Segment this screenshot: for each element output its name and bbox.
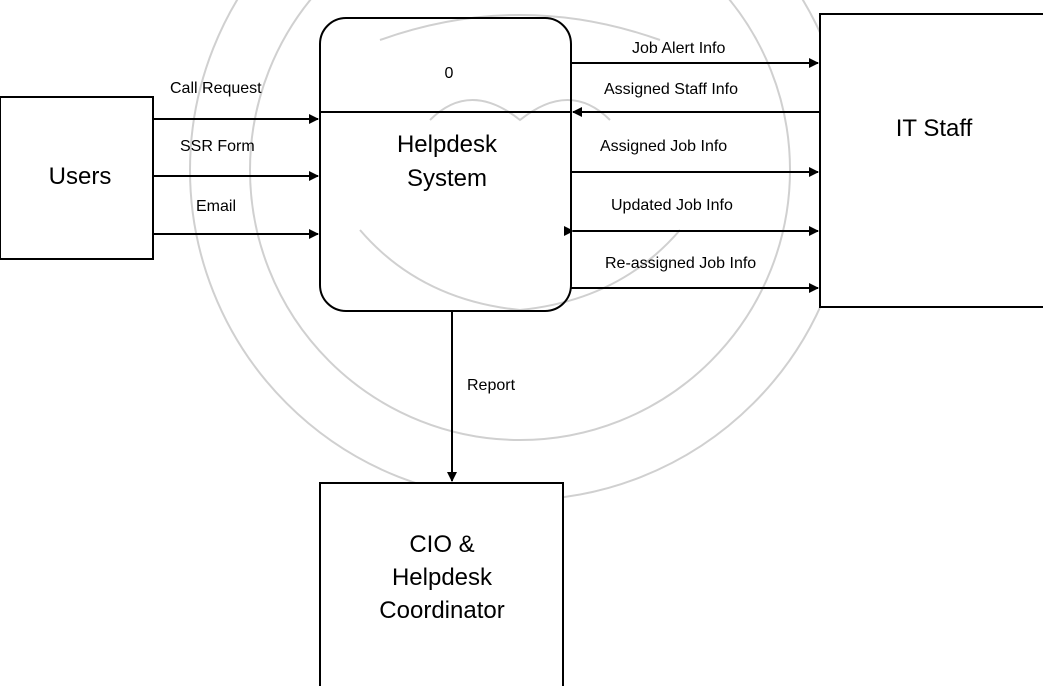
entity-cio-line2: Helpdesk [392, 564, 493, 591]
flow-call-request-label: Call Request [170, 80, 262, 97]
entity-cio-line3: Coordinator [379, 597, 504, 624]
flow-assigned-job-label: Assigned Job Info [600, 138, 727, 155]
process-number: 0 [445, 65, 454, 82]
flow-ssr-form-label: SSR Form [180, 138, 255, 155]
process-helpdesk-system [319, 17, 572, 312]
flow-job-alert-label: Job Alert Info [632, 40, 725, 57]
watermark-seal [189, 0, 851, 501]
entity-users-box [0, 96, 154, 260]
flow-reassigned-job-label: Re-assigned Job Info [605, 255, 756, 272]
entity-it-staff-box [819, 13, 1043, 308]
process-name-line2: System [407, 165, 487, 192]
flow-email-label: Email [196, 198, 236, 215]
entity-cio-line1: CIO & [409, 531, 474, 558]
flow-assigned-staff-label: Assigned Staff Info [604, 81, 738, 98]
flow-report-label: Report [467, 377, 516, 394]
entity-it-staff-label: IT Staff [896, 115, 973, 142]
entity-users-label: Users [49, 163, 112, 190]
flow-updated-job-label: Updated Job Info [611, 197, 733, 214]
process-name-line1: Helpdesk [397, 131, 498, 158]
entity-cio-box [319, 482, 564, 686]
